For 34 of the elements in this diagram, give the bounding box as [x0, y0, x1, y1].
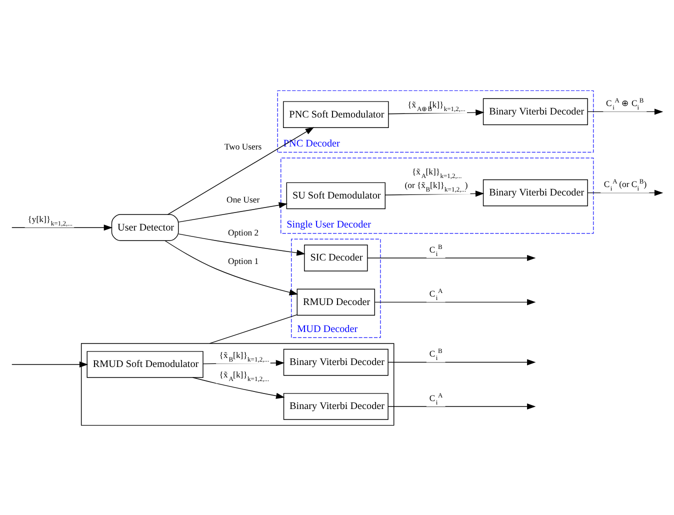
node-box: SIC Decoder	[304, 244, 368, 271]
node-box: RMUD Soft Demodulator	[86, 350, 204, 378]
arrow	[164, 240, 298, 295]
node-box: User Detector	[111, 214, 179, 240]
edge-label: C$_{i}$$^{A}$ (or C$_{i}$$^{B}$)	[604, 178, 647, 192]
arrow	[178, 202, 288, 222]
node-box: RMUD Decoder	[296, 288, 376, 316]
edge-label: Option 2	[228, 227, 259, 238]
arrow	[12, 224, 113, 230]
arrow	[178, 233, 306, 256]
cluster	[80, 342, 394, 426]
edge-label: Two Users	[224, 140, 262, 151]
node-box: SU Soft Demodulator	[286, 182, 386, 209]
node-box: Binary Viterbi Decoder	[283, 348, 388, 376]
edge-label: {x̃$_{A}$[k]}$_{k=1,2,...}$	[219, 369, 270, 383]
arrow	[167, 126, 314, 214]
edge-label: One User	[226, 194, 260, 204]
node-box: Binary Viterbi Decoder	[482, 98, 588, 125]
arrow	[388, 402, 536, 410]
edge-label: {x̃$_{A}$[k]}$_{k=1,2,...}$ (or {x̃$_{B}$[k]}$_{k=1,2,...}$)	[404, 166, 468, 194]
edge-label: {y[k]}$_{k=1,2,...}$	[28, 213, 72, 227]
connector	[209, 314, 298, 344]
arrow	[587, 108, 664, 114]
arrow	[374, 298, 536, 305]
edge-label: {x̃$_{A⊕B}$[k]}$_{k=1,2,...}$	[408, 98, 466, 112]
edge-label: Option 1	[228, 255, 259, 266]
arrow	[192, 376, 285, 398]
node-box: PNC Soft Demodulator	[283, 100, 389, 128]
edge-label: {x̃$_{B}$[k]}$_{k=1,2,...}$	[219, 350, 270, 364]
node-box: Binary Viterbi Decoder	[482, 178, 588, 206]
arrow	[388, 358, 536, 365]
node-box: Binary Viterbi Decoder	[283, 392, 388, 420]
arrow	[12, 360, 88, 368]
arrow	[367, 254, 536, 261]
